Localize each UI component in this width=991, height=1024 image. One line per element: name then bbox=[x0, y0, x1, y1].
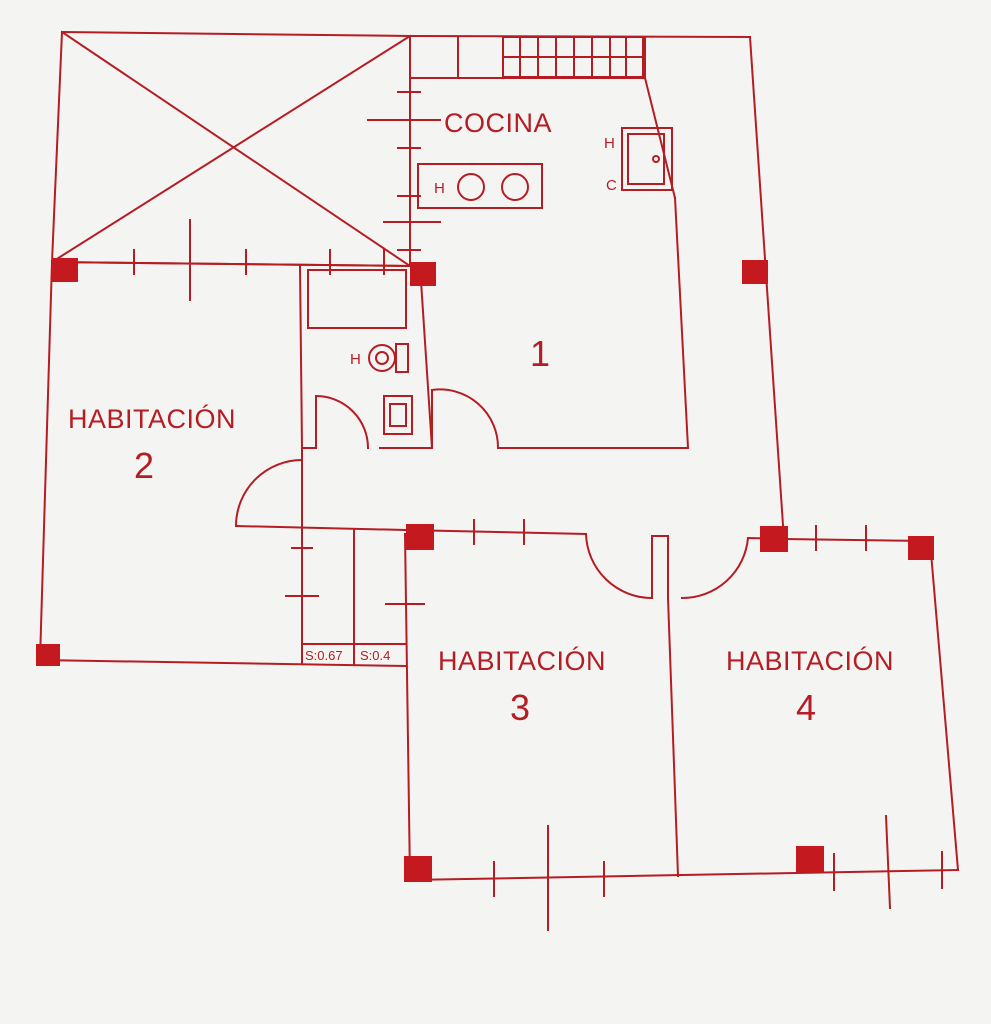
stove-label: H bbox=[434, 180, 445, 197]
kitchen-number: 1 bbox=[530, 333, 550, 374]
pillar bbox=[760, 526, 788, 552]
bathtub bbox=[307, 269, 407, 329]
pillar bbox=[908, 536, 934, 560]
pillar bbox=[796, 846, 824, 872]
hallway-ticks bbox=[285, 519, 867, 605]
room2-door bbox=[234, 458, 304, 528]
bath-fixture-label: H bbox=[350, 351, 361, 368]
kitchen-window-ticks bbox=[367, 91, 441, 251]
kitchen-walls bbox=[409, 35, 690, 450]
pillar bbox=[410, 262, 436, 286]
kitchen-label: COCINA bbox=[444, 108, 552, 138]
room4-label: HABITACIÓN bbox=[726, 645, 894, 676]
kitchen-sink bbox=[621, 127, 673, 191]
hallway-walls bbox=[234, 447, 669, 665]
washbasin bbox=[368, 343, 409, 373]
pillar bbox=[36, 644, 60, 666]
room2-window-ticks bbox=[133, 219, 385, 301]
stairs bbox=[457, 36, 644, 78]
toilet bbox=[383, 395, 413, 435]
kitchen-door bbox=[430, 388, 500, 450]
bathroom-walls bbox=[50, 260, 433, 450]
patio-void bbox=[50, 30, 412, 268]
pillar bbox=[404, 856, 432, 882]
exterior-walls bbox=[38, 34, 960, 882]
pillar bbox=[52, 258, 78, 282]
pillar bbox=[742, 260, 768, 284]
partition-3-4 bbox=[666, 596, 680, 878]
room3-door bbox=[584, 532, 654, 600]
room3-label: HABITACIÓN bbox=[438, 645, 606, 676]
bathroom-door bbox=[314, 394, 370, 450]
room2-label: HABITACIÓN bbox=[68, 403, 236, 434]
room2-number: 2 bbox=[134, 445, 154, 486]
room4-number: 4 bbox=[796, 687, 816, 728]
sink-cold-label: C bbox=[606, 177, 617, 194]
pillars bbox=[36, 258, 934, 882]
surface-label: S:0.4 bbox=[360, 648, 390, 663]
sink-hot-label: H bbox=[604, 135, 615, 152]
pillar bbox=[406, 524, 434, 550]
stove bbox=[417, 163, 543, 209]
room3-number: 3 bbox=[510, 687, 530, 728]
bottom-window-ticks bbox=[493, 814, 943, 931]
surface-label: S:0.67 bbox=[305, 648, 343, 663]
